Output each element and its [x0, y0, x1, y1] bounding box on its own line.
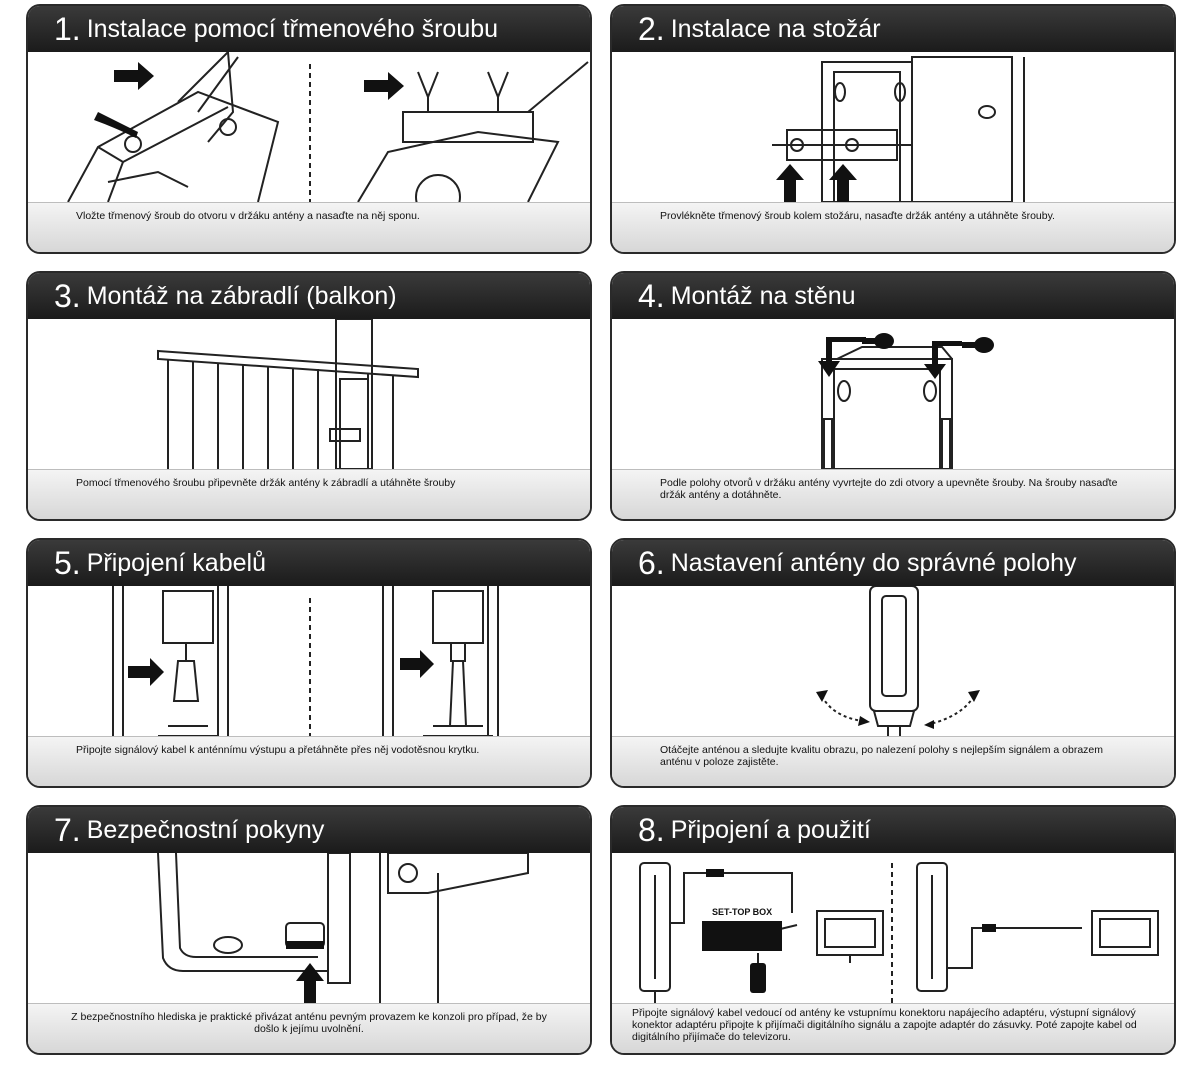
step-1-header: 1. Instalace pomocí třmenového šroubu	[28, 6, 590, 52]
step-2-header: 2. Instalace na stožár	[612, 6, 1174, 52]
step-caption: Pomocí třmenového šroubu připevněte držá…	[28, 469, 590, 519]
step-caption: Připojte signálový kabel k anténnímu výs…	[28, 736, 590, 786]
step-8-header: 8. Připojení a použití	[612, 807, 1174, 853]
step-3-header: 3. Montáž na zábradlí (balkon)	[28, 273, 590, 319]
step-title: Instalace na stožár	[670, 14, 881, 43]
step-caption: Z bezpečnostního hlediska je praktické p…	[28, 1003, 590, 1053]
step-8-illustration: SET-TOP BOX	[612, 853, 1174, 1003]
step-title: Připojení kabelů	[86, 548, 266, 577]
step-4-illustration	[818, 333, 994, 469]
step-5-panel: 5. Připojení kabelů Připojte signálový k…	[26, 538, 592, 788]
step-7-header: 7. Bezpečnostní pokyny	[28, 807, 590, 853]
set-top-box-label: SET-TOP BOX	[712, 907, 772, 917]
step-caption: Podle polohy otvorů v držáku antény vyvr…	[612, 469, 1174, 519]
step-number: 5.	[54, 544, 81, 581]
step-4-panel: 4. Montáž na stěnu Podle polohy otvorů v…	[610, 271, 1176, 521]
step-number: 2.	[638, 10, 665, 47]
step-5-header: 5. Připojení kabelů	[28, 540, 590, 586]
step-number: 1.	[54, 10, 81, 47]
step-title: Nastavení antény do správné polohy	[670, 548, 1077, 577]
step-number: 7.	[54, 811, 81, 848]
step-number: 6.	[638, 544, 665, 581]
step-1-panel: 1. Instalace pomocí třmenového šroubu Vl…	[26, 4, 592, 254]
step-4-header: 4. Montáž na stěnu	[612, 273, 1174, 319]
step-3-panel: 3. Montáž na zábradlí (balkon) Pomocí tř…	[26, 271, 592, 521]
step-number: 4.	[638, 277, 665, 314]
step-caption: Připojte signálový kabel vedoucí od anté…	[612, 1003, 1174, 1053]
step-caption: Otáčejte anténou a sledujte kvalitu obra…	[612, 736, 1174, 786]
step-title: Připojení a použití	[670, 815, 871, 844]
step-caption: Vložte třmenový šroub do otvoru v držáku…	[28, 202, 590, 252]
step-2-panel: 2. Instalace na stožár Provlékněte třmen…	[610, 4, 1176, 254]
step-number: 8.	[638, 811, 665, 848]
step-title: Instalace pomocí třmenového šroubu	[86, 14, 499, 43]
step-7-panel: 7. Bezpečnostní pokyny Z bezpečnostního …	[26, 805, 592, 1055]
step-5-illustration	[28, 586, 590, 736]
step-6-header: 6. Nastavení antény do správné polohy	[612, 540, 1174, 586]
step-caption: Provlékněte třmenový šroub kolem stožáru…	[612, 202, 1174, 252]
step-title: Montáž na stěnu	[670, 281, 856, 310]
step-1-illustration	[28, 52, 590, 202]
step-6-panel: 6. Nastavení antény do správné polohy Ot…	[610, 538, 1176, 788]
step-8-panel: 8. Připojení a použití SET-TOP BO	[610, 805, 1176, 1055]
step-title: Bezpečnostní pokyny	[86, 815, 325, 844]
step-2-illustration	[612, 52, 1174, 202]
step-3-illustration	[28, 319, 590, 469]
step-number: 3.	[54, 277, 81, 314]
step-6-illustration	[816, 586, 980, 736]
step-7-illustration	[28, 853, 590, 1003]
step-title: Montáž na zábradlí (balkon)	[86, 281, 397, 310]
